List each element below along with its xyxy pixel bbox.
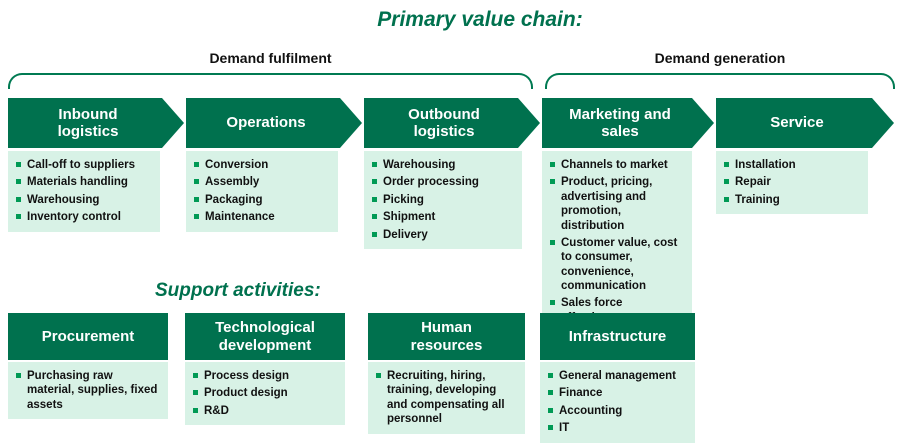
- bullet-list: Channels to market Product, pricing, adv…: [542, 151, 692, 332]
- header-label: Technological development: [215, 319, 315, 354]
- arrow-label: Outbound logistics: [408, 105, 480, 140]
- list-item: Customer value, cost to consumer, conven…: [550, 236, 686, 294]
- arrow-marketing-and-sales: Marketing and sales: [542, 98, 714, 148]
- list-item: Warehousing: [372, 158, 516, 172]
- arrow-label: Inbound logistics: [57, 105, 119, 140]
- list-item: Process design: [193, 369, 339, 383]
- bracket-demand-fulfilment: [8, 73, 533, 89]
- list-item: Installation: [724, 158, 862, 172]
- bullet-list: Purchasing raw material, supplies, fixed…: [8, 362, 168, 419]
- list-item: Repair: [724, 175, 862, 189]
- page-title: Primary value chain:: [377, 8, 583, 31]
- header-infrastructure: Infrastructure: [540, 313, 695, 360]
- list-item: Recruiting, hiring, training, developing…: [376, 369, 519, 427]
- list-item: Conversion: [194, 158, 332, 172]
- panel-outbound-logistics: Warehousing Order processing Picking Shi…: [364, 151, 522, 249]
- list-item: Purchasing raw material, supplies, fixed…: [16, 369, 162, 412]
- bracket-demand-generation: [545, 73, 895, 89]
- bullet-list: Warehousing Order processing Picking Shi…: [364, 151, 522, 249]
- list-item: IT: [548, 421, 689, 435]
- list-item: Delivery: [372, 228, 516, 242]
- bullet-list: Recruiting, hiring, training, developing…: [368, 362, 525, 434]
- list-item: Product design: [193, 386, 339, 400]
- panel-marketing-and-sales: Channels to market Product, pricing, adv…: [542, 151, 692, 333]
- list-item: Finance: [548, 386, 689, 400]
- list-item: Maintenance: [194, 210, 332, 224]
- panel-service: Installation Repair Training: [716, 151, 868, 215]
- list-item: Order processing: [372, 175, 516, 189]
- bullet-list: Call-off to suppliers Materials handling…: [8, 151, 160, 232]
- header-procurement: Procurement: [8, 313, 168, 360]
- group-label-demand-fulfilment: Demand fulfilment: [209, 50, 332, 66]
- bullet-list: Process design Product design R&D: [185, 362, 345, 425]
- list-item: Call-off to suppliers: [16, 158, 154, 172]
- list-item: Assembly: [194, 175, 332, 189]
- arrow-operations: Operations: [186, 98, 362, 148]
- list-item: Inventory control: [16, 210, 154, 224]
- arrow-label: Marketing and sales: [569, 105, 671, 140]
- arrow-label: Operations: [226, 114, 306, 132]
- list-item: Channels to market: [550, 158, 686, 172]
- list-item: Materials handling: [16, 175, 154, 189]
- arrow-inbound-logistics: Inbound logistics: [8, 98, 184, 148]
- bullet-list: General management Finance Accounting IT: [540, 362, 695, 443]
- list-item: R&D: [193, 404, 339, 418]
- panel-human-resources: Recruiting, hiring, training, developing…: [368, 362, 525, 434]
- panel-inbound-logistics: Call-off to suppliers Materials handling…: [8, 151, 160, 232]
- list-item: General management: [548, 369, 689, 383]
- list-item: Picking: [372, 193, 516, 207]
- panel-operations: Conversion Assembly Packaging Maintenanc…: [186, 151, 338, 232]
- header-label: Human resources: [410, 319, 483, 354]
- bullet-list: Conversion Assembly Packaging Maintenanc…: [186, 151, 338, 232]
- list-item: Packaging: [194, 193, 332, 207]
- header-human-resources: Human resources: [368, 313, 525, 360]
- arrow-service: Service: [716, 98, 894, 148]
- header-label: Procurement: [41, 327, 135, 345]
- list-item: Warehousing: [16, 193, 154, 207]
- panel-procurement: Purchasing raw material, supplies, fixed…: [8, 362, 168, 420]
- header-technological-development: Technological development: [185, 313, 345, 360]
- bullet-list: Installation Repair Training: [716, 151, 868, 214]
- panel-technological-development: Process design Product design R&D: [185, 362, 345, 426]
- arrow-outbound-logistics: Outbound logistics: [364, 98, 540, 148]
- group-label-demand-generation: Demand generation: [654, 50, 786, 66]
- list-item: Product, pricing, advertising and promot…: [550, 175, 686, 233]
- arrow-label: Service: [770, 114, 824, 132]
- list-item: Accounting: [548, 404, 689, 418]
- panel-infrastructure: General management Finance Accounting IT: [540, 362, 695, 443]
- header-label: Infrastructure: [568, 327, 667, 345]
- list-item: Shipment: [372, 210, 516, 224]
- list-item: Training: [724, 193, 862, 207]
- support-activities-title: Support activities:: [155, 280, 321, 301]
